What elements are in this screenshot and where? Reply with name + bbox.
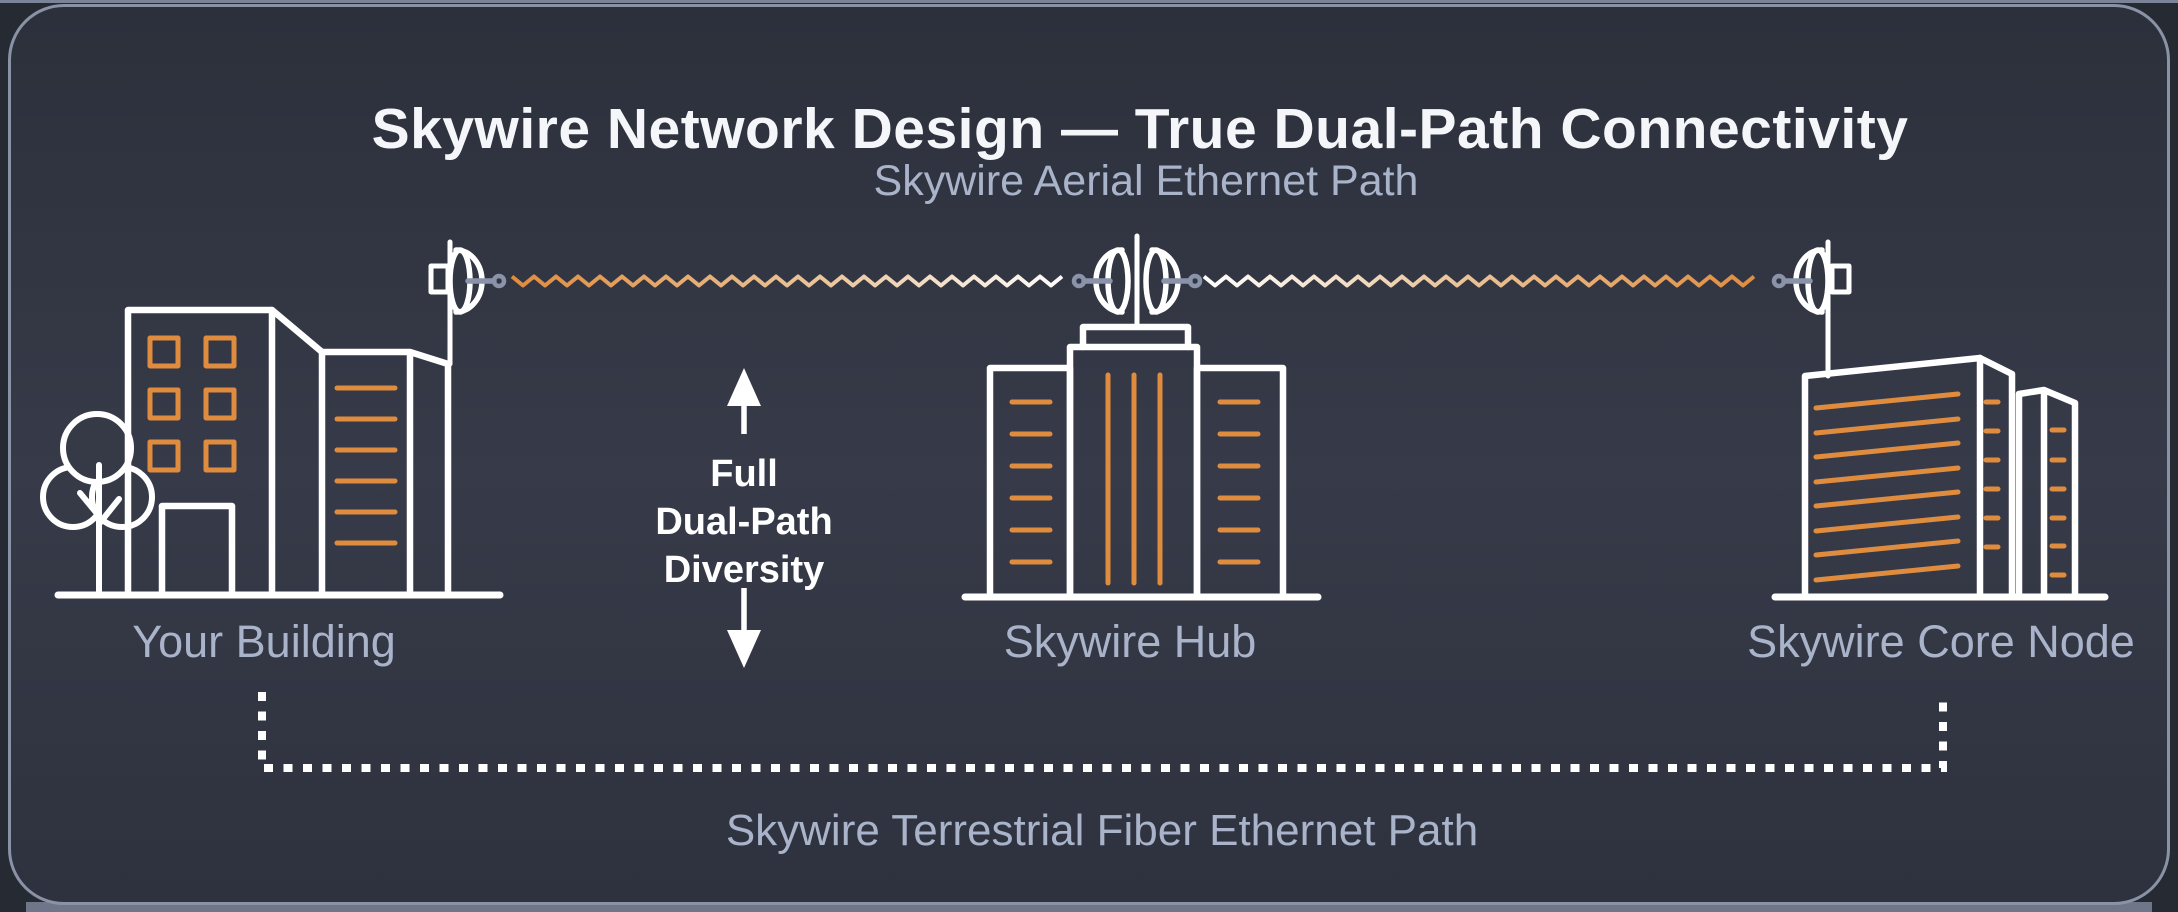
page-title: Skywire Network Design — True Dual-Path … (371, 97, 1909, 161)
door (158, 502, 236, 598)
page-top-strip (0, 0, 2178, 3)
core-window-lines (1813, 391, 1961, 583)
core-mast-box (1829, 263, 1852, 295)
annotation-line-1: Full (710, 453, 778, 495)
core-second-dashes (2049, 427, 2067, 578)
terrestrial-path-label: Skywire Terrestrial Fiber Ethernet Path (725, 806, 1479, 855)
tree-icon (40, 411, 155, 595)
annotation-line-3: Diversity (663, 549, 825, 591)
hub-tower (1066, 343, 1201, 601)
building-windows (147, 335, 237, 473)
diagram-card (8, 4, 2170, 905)
down-arrow-icon (727, 588, 761, 668)
dual-path-annotation: Full Dual-Path Diversity (655, 450, 832, 594)
your-building-illustration (40, 239, 504, 599)
core-side-dashes (1983, 399, 2001, 550)
up-arrow-icon (727, 368, 761, 434)
hub-dish-left-icon (1074, 250, 1128, 312)
core-dish-antenna-icon (1774, 250, 1828, 312)
aerial-path-label: Skywire Aerial Ethernet Path (873, 157, 1419, 205)
aerial-wave-right (1202, 274, 1756, 288)
terrestrial-dotted-path (258, 692, 1947, 772)
node-label-skywire-core-node: Skywire Core Node (1747, 616, 2135, 667)
hub-tower-columns (1105, 372, 1163, 586)
core-main-side (1976, 354, 2016, 601)
tower-floor-lines (334, 385, 398, 546)
node-label-your-building: Your Building (132, 616, 396, 667)
hub-wing-floor-lines (1009, 399, 1261, 565)
skywire-core-node-illustration (1774, 239, 2109, 601)
hub-dish-right-icon (1146, 250, 1200, 312)
core-second-building (2015, 386, 2079, 601)
core-main-front (1801, 354, 1984, 601)
aerial-wave-left (510, 274, 1064, 288)
skywire-hub-illustration (961, 233, 1322, 601)
main-building-outline (124, 306, 276, 598)
dish-antenna-icon (450, 250, 504, 312)
page-bottom-strip (26, 902, 2152, 912)
roof-slant (268, 306, 326, 356)
node-label-skywire-hub: Skywire Hub (1003, 616, 1257, 667)
mast-box (428, 263, 451, 295)
annotation-line-2: Dual-Path (655, 501, 833, 543)
